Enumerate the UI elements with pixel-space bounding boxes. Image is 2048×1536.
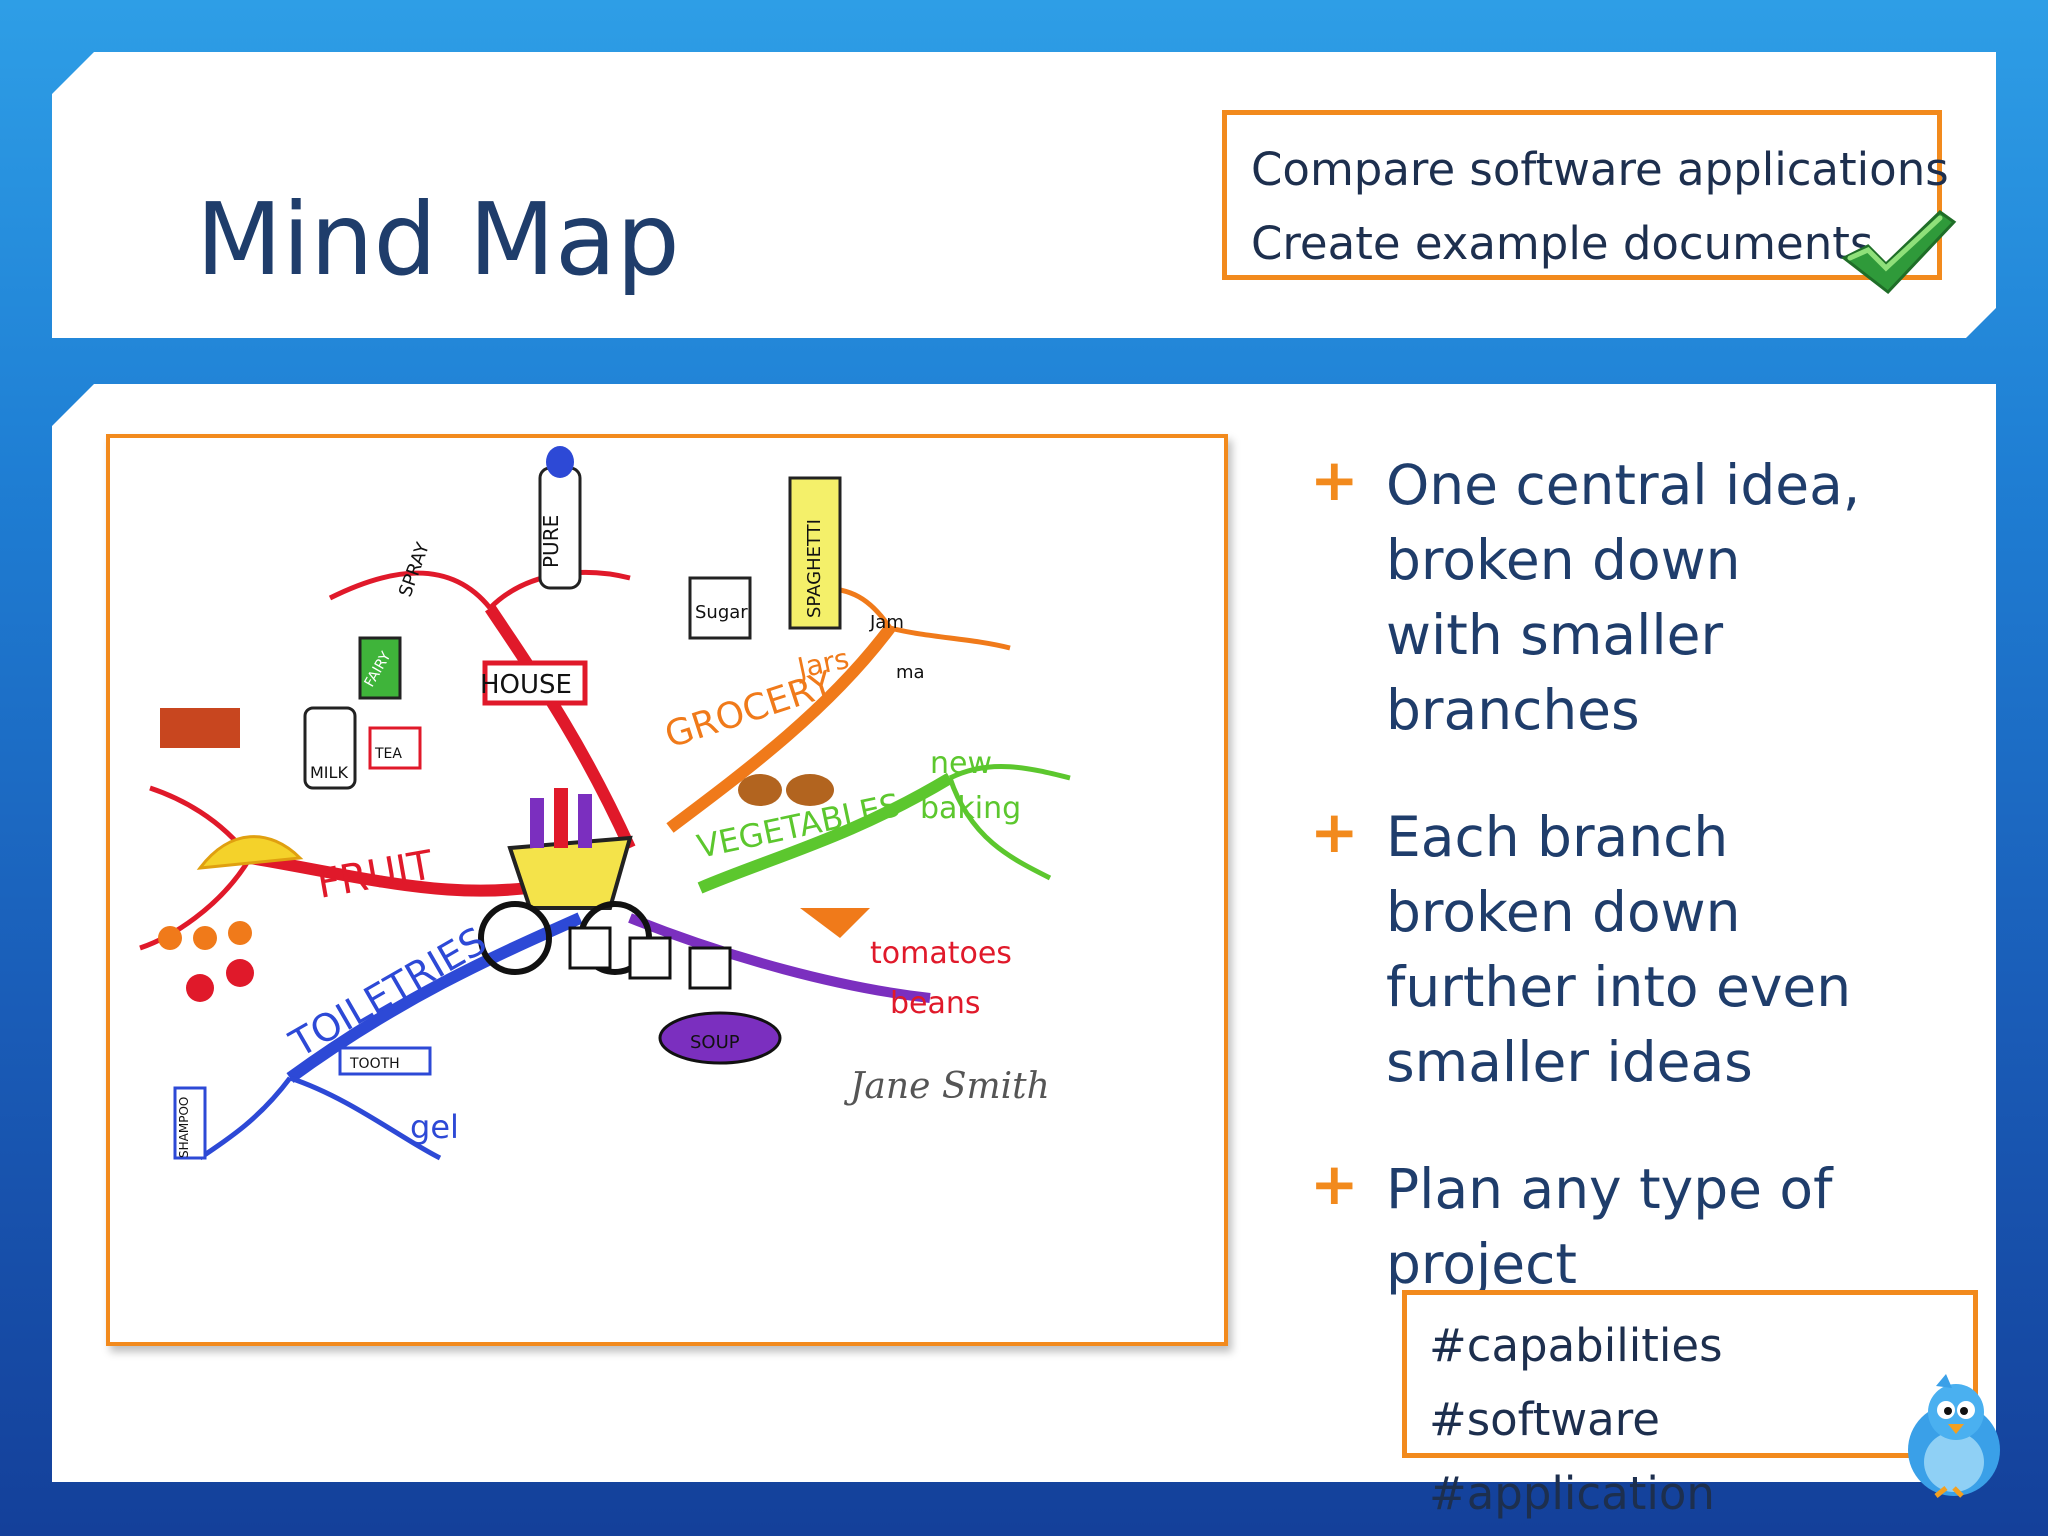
label-jam: Jam [869, 612, 904, 633]
fairy-bottle [358, 636, 402, 700]
branch-line-grocery [666, 624, 895, 833]
branch-line-toiletries [286, 912, 583, 1083]
label-spray: SPRAY [395, 539, 434, 600]
bullet-item: + Each branch broken down further into e… [1306, 800, 1866, 1100]
bullet-text: One central idea, broken down with small… [1386, 453, 1861, 742]
objective-item: Compare software applications [1251, 143, 1949, 196]
sugar-jar [688, 576, 752, 640]
pram-basket [507, 835, 633, 910]
title-panel [52, 52, 1996, 338]
branch-line-house [485, 604, 636, 851]
bullet-item: + One central idea, broken down with sma… [1306, 448, 1866, 748]
label-pure: PURE [539, 515, 563, 568]
signature: Jane Smith [843, 1066, 1050, 1107]
pram-wheel [478, 901, 552, 975]
branch-line-vegetables [697, 772, 954, 894]
shampoo-bottle [173, 1086, 207, 1160]
label-toiletries: TOILETRIES [282, 918, 494, 1066]
bullet-text: Each branch broken down further into eve… [1386, 805, 1852, 1094]
hashtag: #application [1429, 1467, 1715, 1520]
milk-bottle [303, 706, 357, 790]
hashtag-box: #capabilities #software #application [1402, 1290, 1978, 1520]
bananas [196, 835, 304, 870]
twitter-bird-icon [1908, 1374, 2000, 1498]
slide-title: Mind Map [196, 181, 680, 298]
plus-icon: + [1310, 446, 1359, 514]
cow-drawing [160, 708, 240, 748]
toothpaste [338, 1046, 432, 1076]
soup-pot [658, 1011, 782, 1065]
label-fruit: FRUIT [314, 842, 437, 908]
bullet-list: + One central idea, broken down with sma… [1306, 448, 1866, 1354]
spaghetti-box [788, 476, 842, 630]
label-sugar: Sugar [695, 602, 748, 623]
hashtag: #capabilities [1429, 1319, 1723, 1372]
label-beans: beans [890, 986, 981, 1021]
label-milk: MILK [310, 763, 348, 782]
mindmap-drawing: HOUSE GROCERY VEGETABLES FRUIT TOILETRIE… [139, 446, 1071, 1161]
branch-line-tins [628, 913, 931, 1003]
label-shampoo: SHAMPOO [177, 1097, 191, 1158]
bullet-text: Plan any type of project [1386, 1157, 1833, 1296]
label-new: new [930, 746, 992, 781]
label-tomatoes: tomatoes [870, 936, 1012, 971]
label-gel: gel [410, 1108, 459, 1146]
hashtag: #software [1429, 1393, 1660, 1446]
bullet-item: + Plan any type of project [1306, 1152, 1866, 1302]
label-baking: baking [920, 791, 1021, 826]
plus-icon: + [1310, 798, 1359, 866]
tea-box [368, 726, 422, 770]
label-spaghetti: SPAGHETTI [804, 519, 825, 618]
plus-icon: + [1310, 1150, 1359, 1218]
label-tooth: TOOTH [349, 1056, 400, 1072]
label-ma: ma [896, 662, 925, 683]
label-house: HOUSE [480, 670, 572, 700]
checkmark-icon [1841, 210, 1957, 295]
label-soup: SOUP [690, 1032, 740, 1053]
objective-item: Create example documents [1251, 217, 1874, 270]
mindmap-image: HOUSE GROCERY VEGETABLES FRUIT TOILETRIE… [106, 434, 1228, 1346]
objectives-box: Compare software applications Create exa… [1222, 110, 1949, 280]
house-shape [482, 660, 588, 706]
label-tea: TEA [374, 746, 402, 762]
